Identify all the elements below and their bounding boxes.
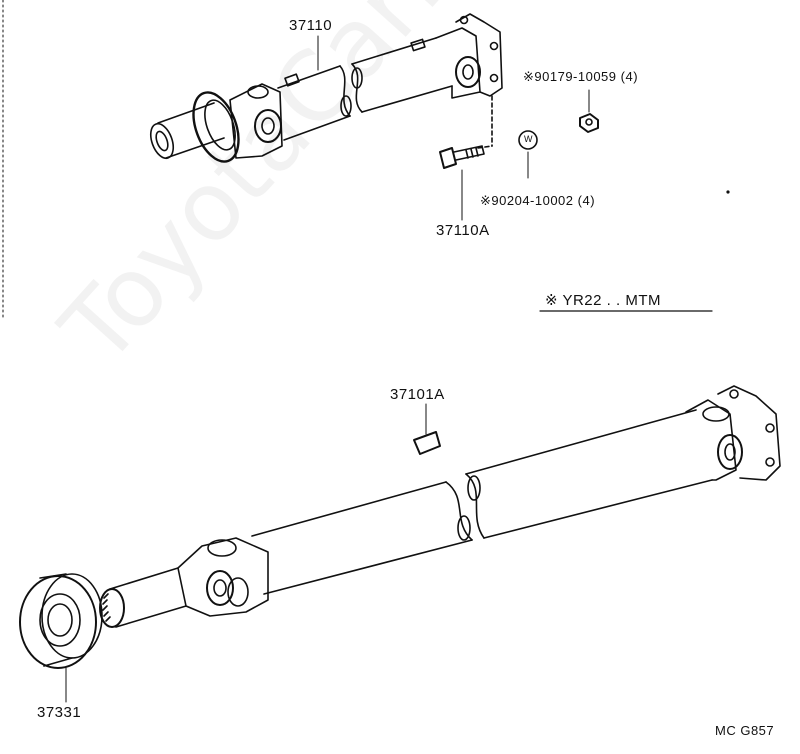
lower-flange-bolt-hole-1: [729, 389, 739, 399]
label-37331: 37331: [37, 704, 82, 721]
upper-flange-bolt-hole-2: [489, 41, 499, 51]
spline-end: [99, 588, 125, 628]
label-yr22-note: ※ YR22 . . MTM: [545, 292, 661, 309]
oil-seal-side: [39, 573, 73, 667]
bolt-threads: [465, 147, 479, 159]
upper-tube-a: [277, 65, 351, 141]
lower-break-b: [465, 473, 485, 539]
balance-weight-plate: [413, 431, 441, 455]
lower-break-a-hole: [457, 515, 471, 541]
lower-rear-ujoint: [685, 399, 737, 481]
upper-rear-cap: [455, 56, 481, 88]
lower-front-ujoint: [177, 537, 269, 617]
upper-propeller-shaft: [149, 13, 503, 163]
lower-rear-cap-inner: [724, 443, 736, 461]
upper-bolt-axis-2: [477, 145, 493, 149]
balance-weight-37101A: [413, 403, 441, 455]
bolt-shank: [453, 145, 485, 161]
spline-teeth: [102, 593, 111, 622]
upper-break-b-hole: [351, 67, 363, 89]
washer-w: [518, 130, 538, 179]
lower-rear-cap: [717, 434, 743, 470]
bolt-head: [439, 147, 457, 169]
washer-circle: [518, 130, 538, 150]
label-37110A: 37110A: [436, 222, 490, 239]
label-37101A: 37101A: [390, 386, 445, 403]
upper-rear-cap-inner: [462, 64, 474, 80]
upper-sleeve-end: [149, 122, 175, 160]
upper-balance-weight-a: [284, 73, 300, 87]
figure-code: MC G857: [715, 723, 775, 738]
nut-90179: [579, 89, 599, 133]
upper-ujoint-cap: [254, 109, 282, 143]
upper-sleeve-inner: [155, 130, 169, 152]
spline-sleeve: [109, 567, 187, 628]
nut-hole: [585, 118, 593, 126]
lower-front-cap-a: [206, 570, 234, 606]
upper-ujoint-body: [229, 83, 283, 159]
upper-break-a-hole: [340, 95, 352, 117]
upper-ujoint-cap-inner: [261, 117, 275, 135]
oil-seal-inner: [39, 593, 81, 647]
lower-front-cap-a-inner: [213, 579, 227, 597]
lower-break-b-hole: [467, 475, 481, 501]
lower-front-cap-b: [227, 577, 249, 607]
print-speck: [726, 190, 730, 194]
upper-break-a: [339, 65, 351, 117]
label-90204: ※90204-10002 (4): [480, 193, 596, 208]
lower-rear-cap-top: [702, 406, 730, 422]
upper-flange-bolt-hole-1: [459, 15, 469, 25]
lower-front-cap-top: [207, 539, 237, 557]
lower-flange-bolt-hole-3: [765, 457, 775, 467]
lower-flange-bolt-hole-2: [765, 423, 775, 433]
upper-flange-bolt-hole-3: [489, 73, 499, 83]
label-37110: 37110: [289, 17, 333, 34]
lower-propeller-shaft: [19, 385, 781, 703]
upper-balance-weight-b: [410, 38, 426, 52]
washer-label: W: [524, 134, 533, 144]
lower-break-a: [445, 481, 473, 541]
upper-rear-flange: [455, 13, 503, 97]
label-90179: ※90179-10059 (4): [523, 69, 639, 84]
lower-rear-flange: [717, 385, 781, 481]
upper-ujoint-top-cap: [247, 85, 269, 99]
nut-body: [579, 113, 599, 133]
oil-seal-lip: [47, 603, 73, 637]
lower-tube-b: [465, 409, 713, 539]
upper-collar-ring: [192, 91, 240, 163]
upper-tube-b: [351, 37, 453, 113]
lower-tube-a: [251, 481, 473, 595]
bolt-90204: [439, 145, 485, 169]
